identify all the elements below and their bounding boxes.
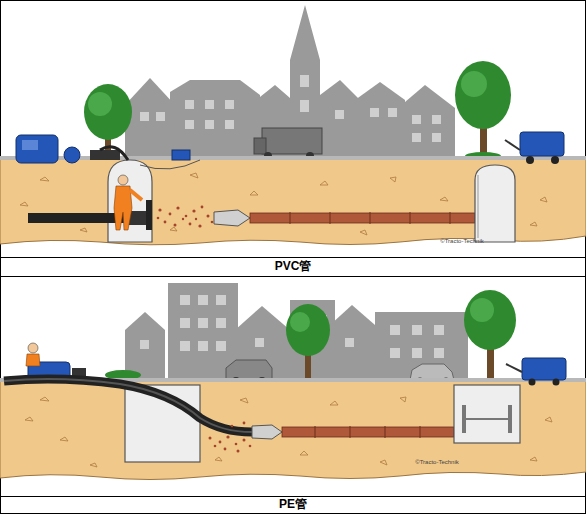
bottom-panel: [0, 283, 586, 480]
panel-caption: PE管: [279, 498, 307, 511]
watermark: ©Tracto-Technik: [440, 238, 484, 245]
top-panel: [0, 5, 586, 245]
watermark: ©Tracto-Technik: [415, 459, 459, 466]
panel-caption: PVC管: [275, 260, 312, 273]
